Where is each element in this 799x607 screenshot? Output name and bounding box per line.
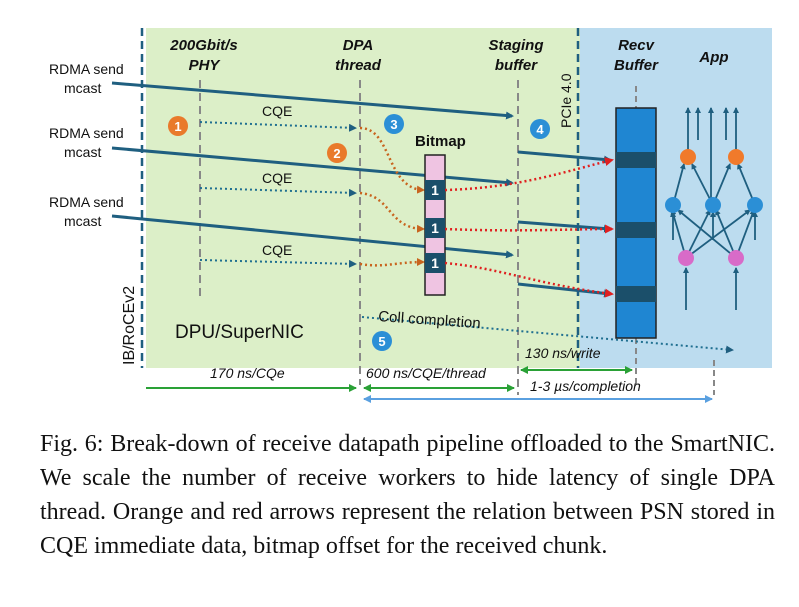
cqe-arrow-1 <box>199 121 357 132</box>
step-label-1: 1 <box>174 119 181 134</box>
cqe-arrow-2 <box>199 187 357 197</box>
input-label-2a: RDMA send <box>49 125 124 141</box>
orange-arrow-2 <box>359 191 425 233</box>
write-arrow-2 <box>517 220 612 233</box>
timing-label-600: 600 ns/CQE/thread <box>366 365 487 381</box>
timing-label-170: 170 ns/CQe <box>210 365 285 381</box>
phy-header-1: 200Gbit/s <box>169 37 238 54</box>
input-label-1b: mcast <box>64 80 101 96</box>
cqe-arrow-3 <box>199 259 357 268</box>
step-badge-3 <box>384 114 404 134</box>
dpa-header-2: thread <box>335 57 382 74</box>
timing-label-completion: 1-3 µs/completion <box>530 378 641 394</box>
step-badge-4 <box>530 119 550 139</box>
pcie-label: PCIe 4.0 <box>558 73 574 128</box>
phy-header-2: PHY <box>189 57 222 74</box>
bitmap-bit-label-1: 1 <box>431 182 439 198</box>
recv-header-1: Recv <box>618 37 656 54</box>
bitmap-bit-1 <box>425 180 445 200</box>
recv-header-2: Buffer <box>614 57 659 74</box>
cqe-label-3: CQE <box>262 242 292 258</box>
step-label-5: 5 <box>378 334 385 349</box>
recv-buffer-slot-3 <box>616 286 656 302</box>
recv-buffer-slot-1 <box>616 152 656 168</box>
input-label-3b: mcast <box>64 213 101 229</box>
app-header: App <box>698 49 728 66</box>
input-label-3a: RDMA send <box>49 194 124 210</box>
step-label-2: 2 <box>333 146 340 161</box>
bitmap-bit-label-3: 1 <box>431 255 439 271</box>
input-label-1a: RDMA send <box>49 61 124 77</box>
timing-label-130: 130 ns/write <box>525 345 601 361</box>
ib-rocev2-label: IB/RoCEv2 <box>121 286 138 365</box>
step-label-3: 3 <box>390 117 397 132</box>
write-arrow-3 <box>517 282 612 298</box>
staging-header-2: buffer <box>495 57 538 74</box>
app-node-hid-1 <box>665 197 681 213</box>
packet-arrow-1 <box>111 81 514 120</box>
app-node-hid-3 <box>747 197 763 213</box>
staging-header-1: Staging <box>489 37 544 54</box>
pipeline-diagram: RDMA send mcast RDMA send mcast RDMA sen… <box>49 28 772 403</box>
step-badge-5 <box>372 331 392 351</box>
bitmap-bit-3 <box>425 253 445 273</box>
cqe-label-2: CQE <box>262 170 292 186</box>
step-badge-1 <box>168 116 188 136</box>
app-node-in-1 <box>678 250 694 266</box>
supernic-region <box>146 28 580 368</box>
red-arrow-3 <box>444 261 614 298</box>
red-arrow-2 <box>444 224 614 234</box>
figure-caption: Fig. 6: Break-down of receive datapath p… <box>40 431 775 559</box>
app-node-in-2 <box>728 250 744 266</box>
app-node-hid-2 <box>705 197 721 213</box>
cqe-label-1: CQE <box>262 103 292 119</box>
orange-arrow-3 <box>359 258 425 267</box>
app-network <box>670 107 758 310</box>
recv-buffer-slot-2 <box>616 222 656 238</box>
step-label-4: 4 <box>536 122 544 137</box>
bitmap-label: Bitmap <box>415 133 466 150</box>
input-label-2b: mcast <box>64 144 101 160</box>
write-arrow-1 <box>517 150 612 164</box>
region-label: DPU/SuperNIC <box>175 322 304 343</box>
step-badge-2 <box>327 143 347 163</box>
app-node-out-1 <box>680 149 696 165</box>
bitmap-bit-label-2: 1 <box>431 220 439 236</box>
coll-completion-arrow <box>361 316 734 354</box>
bitmap-bit-2 <box>425 218 445 238</box>
app-node-out-2 <box>728 149 744 165</box>
orange-arrow-1 <box>359 126 425 194</box>
dpa-header-1: DPA <box>343 37 374 54</box>
red-arrow-1 <box>444 157 614 192</box>
